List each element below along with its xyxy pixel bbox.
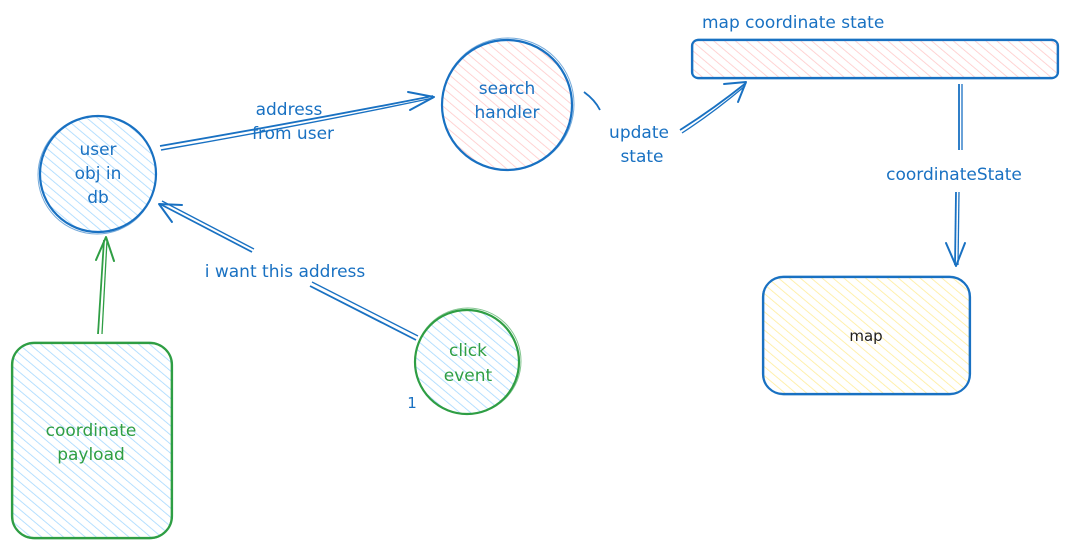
node-click-event[interactable]: click event 1: [407, 307, 522, 416]
edge-want-line-upper-sketch: [161, 200, 255, 250]
edge-payload-line: [97, 239, 105, 335]
node-coordinate-label-2: payload: [57, 445, 125, 465]
edge-update-state[interactable]: update state: [583, 81, 747, 167]
arrowhead-icon: [945, 242, 966, 267]
node-state-title: map coordinate state: [702, 13, 884, 33]
edge-payload-line-sketch: [101, 239, 108, 335]
node-click-badge: 1: [407, 394, 417, 412]
edge-i-want-this-address[interactable]: i want this address: [158, 200, 419, 341]
edge-want-line-lower: [309, 285, 417, 341]
edge-coordinate-state[interactable]: coordinateState: [886, 84, 1022, 267]
node-map-fill: [763, 277, 970, 394]
node-user-label-1: user: [79, 140, 116, 160]
edge-payload-to-user[interactable]: [95, 236, 115, 335]
node-user-outline-sketch: [37, 115, 157, 235]
node-map-coordinate-state[interactable]: map coordinate state: [690, 13, 1060, 80]
node-click-label-2: event: [444, 366, 493, 386]
edge-update-line-2-sketch: [681, 85, 746, 134]
node-map-outline: [761, 275, 972, 396]
node-search-outline-sketch: [441, 37, 575, 171]
edge-address-line-sketch: [160, 97, 434, 151]
edge-coord-line-bottom-sketch: [957, 191, 960, 266]
node-user-obj[interactable]: user obj in db: [37, 114, 158, 235]
edge-address-label-2: from user: [252, 124, 334, 144]
node-user-label-3: db: [87, 188, 109, 208]
edge-update-line-1: [583, 91, 601, 111]
edge-coord-line-bottom: [954, 191, 957, 266]
edge-address-from-user[interactable]: address from user: [159, 91, 435, 151]
edge-update-label-1: update: [609, 123, 669, 143]
node-search-handler[interactable]: search handler: [440, 37, 575, 172]
edge-want-line-lower-sketch: [311, 281, 419, 337]
node-coordinate-label-1: coordinate: [46, 421, 137, 441]
edge-update-line-2: [679, 82, 747, 131]
node-click-outline-sketch: [414, 307, 522, 415]
arrowhead-icon: [158, 203, 183, 223]
node-map-label: map: [849, 327, 882, 345]
arrowhead-icon: [723, 81, 747, 103]
node-user-fill: [40, 116, 156, 232]
node-coordinate-fill: [12, 343, 172, 538]
node-search-fill: [442, 40, 572, 170]
edge-address-label-1: address: [256, 100, 323, 120]
node-coordinate-outline-sketch: [12, 341, 172, 540]
arrowhead-icon: [407, 91, 435, 111]
node-map-outline-sketch: [763, 275, 970, 396]
edge-update-label-2: state: [620, 147, 663, 167]
node-map[interactable]: map: [761, 275, 972, 396]
node-state-fill: [692, 40, 1058, 78]
node-search-label-2: handler: [475, 103, 540, 123]
node-coordinate-payload[interactable]: coordinate payload: [10, 341, 174, 540]
edge-want-line-upper: [159, 203, 253, 253]
edge-want-label: i want this address: [205, 262, 366, 282]
node-state-outline-sketch: [692, 38, 1058, 80]
node-user-label-2: obj in: [75, 164, 122, 184]
edge-coord-label: coordinateState: [886, 165, 1022, 185]
edge-address-line: [159, 95, 434, 147]
node-click-fill: [415, 310, 519, 414]
node-click-label-1: click: [449, 341, 487, 361]
node-coordinate-outline: [10, 341, 174, 540]
node-search-label-1: search: [479, 79, 535, 99]
arrowhead-icon: [95, 236, 115, 262]
node-state-outline: [690, 38, 1060, 80]
